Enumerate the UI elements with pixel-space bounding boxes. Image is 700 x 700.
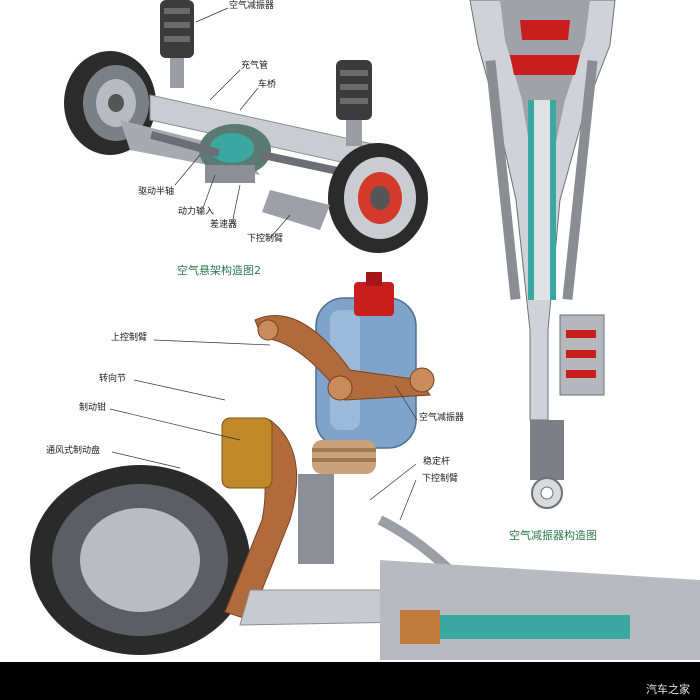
- label-air-spring-top: 空气减振器: [229, 1, 275, 11]
- label-lower-arm-top: 下控制臂: [247, 234, 284, 244]
- shock-absorber-cutaway: [469, 0, 616, 509]
- label-steering-knuckle: 转向节: [99, 374, 127, 384]
- leader-lines-bottom: [109, 339, 418, 521]
- caption-shock-absorber: 空气减振器构造图: [509, 529, 597, 542]
- label-frame: 车桥: [258, 80, 277, 90]
- label-brake-caliper: 制动钳: [79, 403, 107, 413]
- label-inflation-pipe: 充气管: [241, 61, 269, 71]
- label-drive-shaft: 驱动半轴: [138, 187, 175, 197]
- caption-diagram2: 空气悬架构造图2: [177, 264, 261, 277]
- watermark: 汽车之家: [646, 683, 690, 696]
- bottom-bar: [0, 662, 700, 700]
- label-stabilizer: 稳定杆: [423, 457, 451, 467]
- label-upper-arm: 上控制臂: [111, 333, 148, 343]
- label-differential: 差速器: [210, 220, 238, 230]
- label-air-spring-bottom: 空气减振器: [419, 413, 465, 423]
- label-power-input: 动力输入: [178, 207, 215, 217]
- label-lower-arm-bottom: 下控制臂: [422, 474, 459, 484]
- rear-axle-illustration: [64, 0, 428, 253]
- leader-lines-top: [174, 7, 291, 239]
- front-suspension-illustration: [30, 272, 700, 660]
- label-vented-disc: 通风式制动盘: [46, 446, 101, 456]
